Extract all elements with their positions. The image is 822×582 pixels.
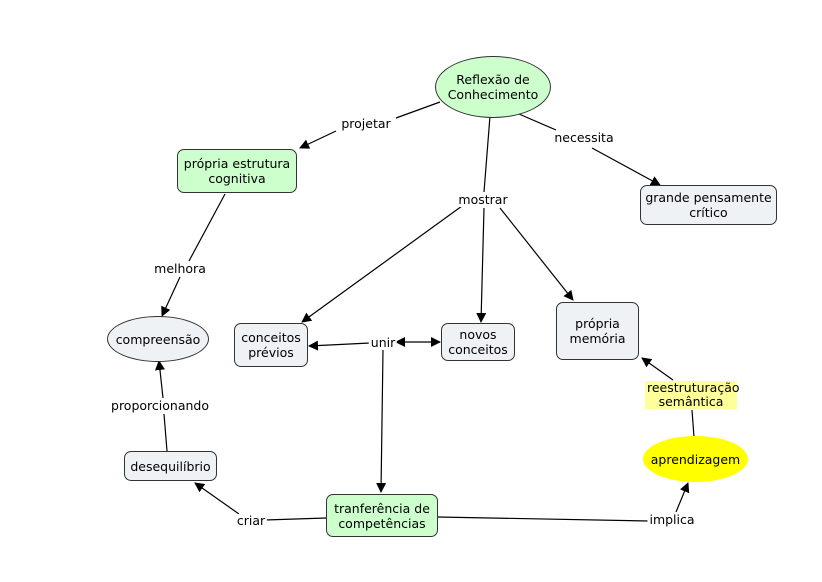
link-label-reestruturacao-semantica: reestruturação semântica <box>645 380 740 409</box>
edge-necessita-pensamento <box>591 147 661 186</box>
edge-estrutura-melhora <box>188 193 226 262</box>
link-label-projetar: projetar <box>339 116 393 131</box>
link-label-implica: implica <box>647 512 697 527</box>
edge-reflexao-mostrar <box>483 115 491 193</box>
edge-unir-conceitos-previos <box>308 340 371 351</box>
edge-reestruturacao-memoria <box>641 357 674 381</box>
edge-projetar-estrutura <box>299 130 337 149</box>
node-grande-pensamento-critico[interactable]: grande pensamente crítico <box>640 185 777 225</box>
node-desequilibrio[interactable]: desequilíbrio <box>124 451 217 481</box>
edge-reflexao-projetar <box>395 101 441 119</box>
link-label-melhora: melhora <box>152 261 208 276</box>
edge-transferencia-criar <box>264 517 327 521</box>
link-label-mostrar: mostrar <box>456 192 510 207</box>
edge-unir-transferencia <box>376 349 387 493</box>
node-compreensao[interactable]: compreensão <box>107 316 209 362</box>
edge-mostrar-novos-conceitos <box>476 207 487 323</box>
node-novos-conceitos[interactable]: novos conceitos <box>441 323 515 361</box>
link-label-necessita: necessita <box>552 130 616 145</box>
link-label-unir: unir <box>368 335 398 350</box>
edge-criar-desequilibrio <box>194 482 240 515</box>
edge-desequilibrio-proporcionando <box>163 413 168 452</box>
link-label-proporcionando: proporcionando <box>109 398 211 413</box>
edge-proporcionando-compreensao <box>154 360 165 399</box>
edge-mostrar-memoria <box>499 207 574 301</box>
edge-melhora-compreensao <box>161 276 181 317</box>
edge-aprendizagem-reestruturacao <box>691 409 695 438</box>
link-label-criar: criar <box>234 513 268 528</box>
edge-implica-aprendizagem <box>675 482 690 513</box>
edge-transferencia-implica <box>437 516 649 522</box>
node-aprendizagem[interactable]: aprendizagem <box>643 436 748 482</box>
node-reflexao-conhecimento[interactable]: Reflexão de Conhecimento <box>435 56 551 118</box>
node-conceitos-previos[interactable]: conceitos prévios <box>234 323 308 367</box>
node-propria-memoria[interactable]: própria memória <box>556 302 639 360</box>
edge-mostrar-conceitos-previos <box>301 205 463 323</box>
node-transferencia-competencias[interactable]: tranferência de competências <box>326 494 438 537</box>
node-propria-estrutura-cognitiva[interactable]: própria estrutura cognitiva <box>177 149 297 193</box>
